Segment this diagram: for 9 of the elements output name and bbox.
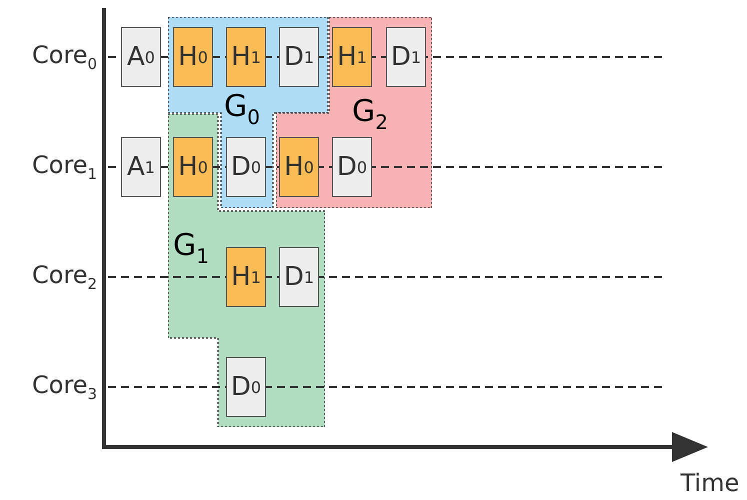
group-label: G$_{0}$: [224, 92, 260, 127]
group-label: G$_{2}$: [352, 97, 388, 132]
core-label: Core$_{2}$: [32, 262, 98, 292]
group-label: G$_{1}$: [173, 231, 209, 266]
core-label: Core$_{3}$: [32, 372, 98, 402]
core-label: Core$_{0}$: [32, 42, 98, 72]
group-region: [276, 17, 432, 208]
axis-label: Time: [680, 471, 740, 495]
core-label: Core$_{1}$: [32, 152, 98, 182]
